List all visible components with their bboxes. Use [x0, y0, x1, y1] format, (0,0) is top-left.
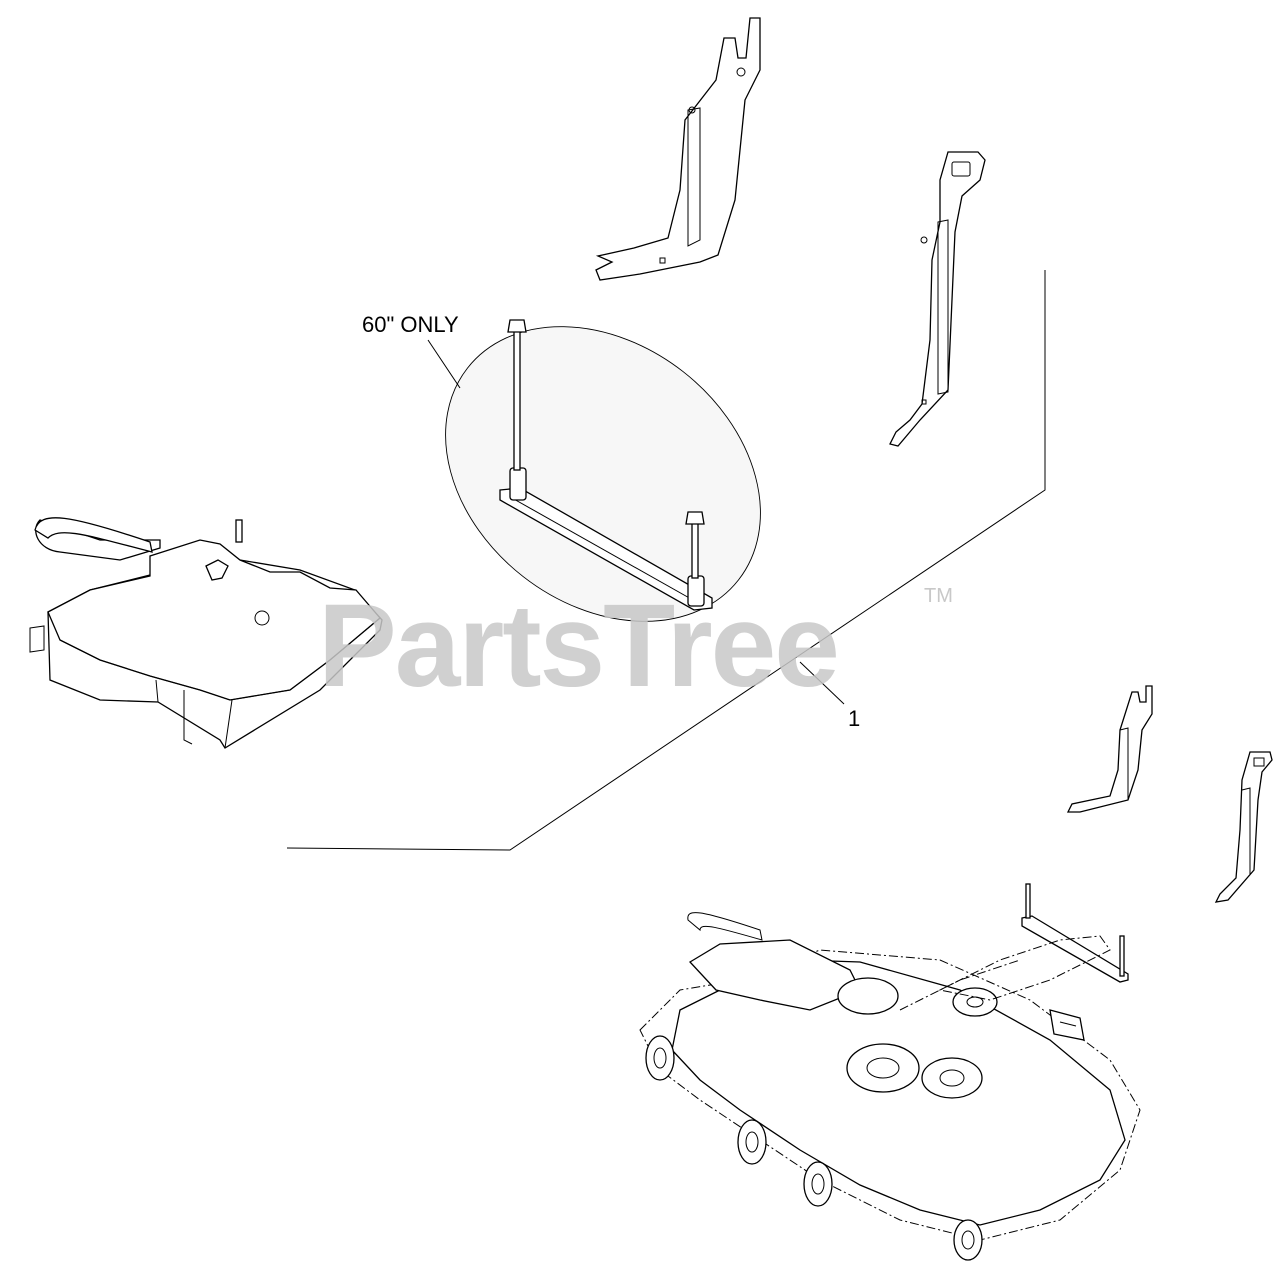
spacer-bar-assembly: [499, 319, 713, 611]
watermark-trademark: TM: [924, 585, 953, 607]
bracket-upper-left: [595, 17, 761, 281]
bracket-upper-right: [889, 151, 986, 447]
group-outline: [286, 270, 1046, 851]
leader-item-1: [799, 661, 845, 705]
watermark-parts-tree: PartsTree: [318, 580, 838, 712]
callout-item-1: 1: [848, 706, 860, 731]
belt-cover-left: [29, 517, 383, 749]
sixty-inch-only-region: [427, 326, 761, 622]
mower-deck-assembly: [639, 883, 1141, 1261]
bracket-lower-right-b: [1214, 751, 1273, 903]
callout-sixty-inch-only: 60" ONLY: [362, 312, 459, 337]
bracket-lower-right-a: [1066, 685, 1153, 813]
